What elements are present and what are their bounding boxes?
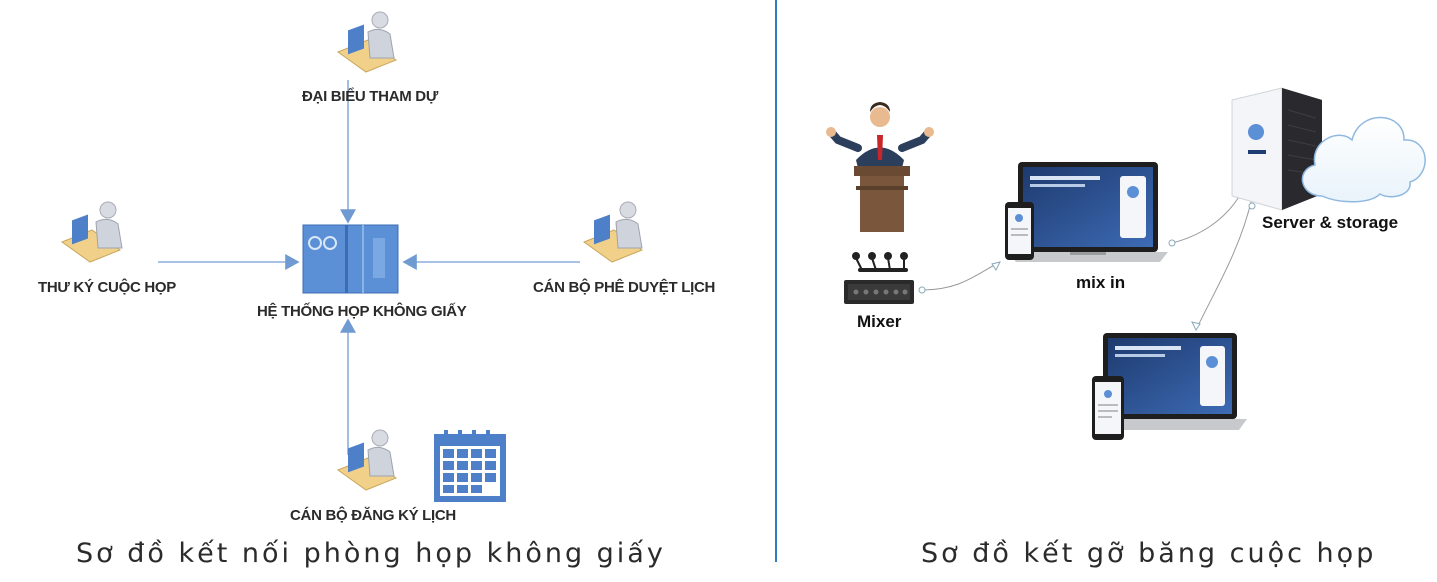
approver-label: CÁN BỘ PHÊ DUYỆT LỊCH (533, 279, 716, 296)
mix-in-label: mix in (1076, 273, 1126, 292)
approver-user-icon (582, 201, 644, 263)
cloud-icon (1301, 116, 1426, 203)
registrar-label: CÁN BỘ ĐĂNG KÝ LỊCH (290, 507, 456, 524)
mixin-laptop-icon (1008, 162, 1168, 262)
attendee-label: ĐẠI BIỂU THAM DỰ (302, 88, 438, 105)
connector-laptop-to-server (1171, 194, 1241, 244)
registrar-user-icon (336, 429, 398, 491)
mixer-label: Mixer (857, 312, 902, 331)
calendar-icon (434, 430, 506, 502)
client-laptop-icon (1093, 333, 1247, 430)
connector-server-to-client (1195, 197, 1253, 331)
mixin-phone-icon (1005, 202, 1034, 260)
paperless-system-label: HỆ THỐNG HỌP KHÔNG GIẤY (257, 303, 467, 320)
attendee-user-icon (336, 11, 398, 73)
secretary-user-icon (60, 201, 123, 263)
client-phone-icon (1092, 376, 1124, 440)
microphones-icon (852, 252, 908, 272)
connector-mixer-to-laptop (921, 261, 1001, 291)
left-connectors (158, 80, 580, 455)
speaker-podium-icon (826, 102, 934, 232)
left-caption: Sơ đồ kết nối phòng họp không giấy (76, 538, 666, 569)
server-storage-label: Server & storage (1262, 213, 1399, 232)
right-caption: Sơ đồ kết gỡ băng cuộc họp (921, 538, 1377, 569)
paperless-system-icon (302, 224, 399, 294)
mixer-device-icon (844, 280, 914, 304)
secretary-label: THƯ KÝ CUỘC HỌP (38, 279, 176, 296)
